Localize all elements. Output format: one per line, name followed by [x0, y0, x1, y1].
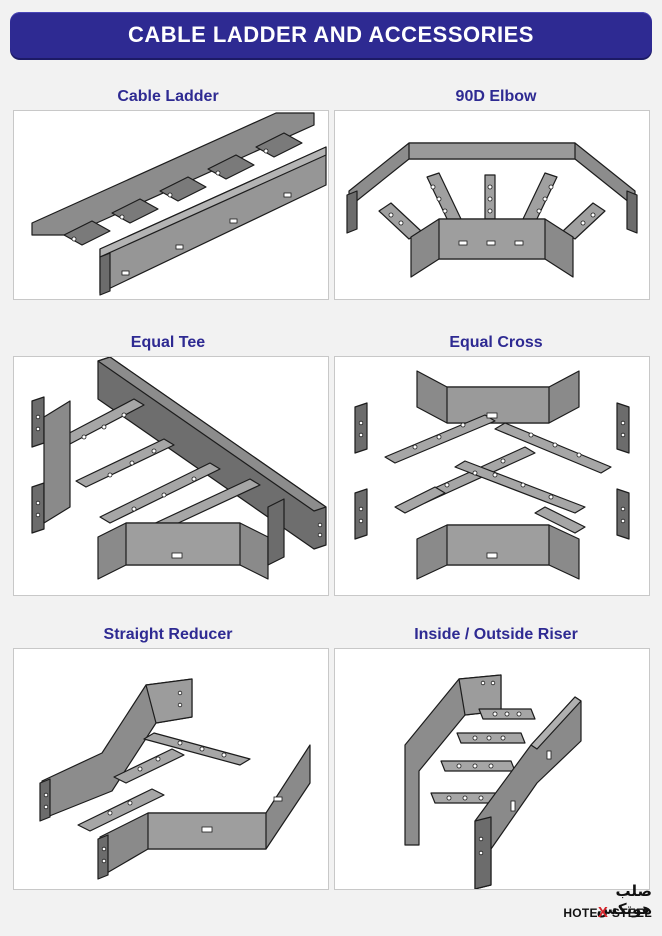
- panel-equal-cross: [334, 356, 650, 596]
- page-title: CABLE LADDER AND ACCESSORIES: [128, 22, 534, 47]
- panel-90d-elbow: [334, 110, 650, 300]
- cable-ladder-drawing: [31, 112, 327, 296]
- equal-cross-drawing: [354, 370, 630, 580]
- 90-degree-elbow-drawing: [346, 142, 638, 278]
- panel-straight-reducer: [13, 648, 329, 890]
- caption-equal-cross: Equal Cross: [449, 334, 543, 351]
- panel-cable-ladder: [13, 110, 329, 300]
- equal-tee-drawing: [31, 357, 327, 580]
- riser-drawing: [404, 674, 582, 889]
- caption-cable-ladder: Cable Ladder: [117, 88, 219, 105]
- caption-90d-elbow: 90D Elbow: [455, 88, 537, 105]
- panel-equal-tee: [13, 356, 329, 596]
- logo-arabic-text: صلب هوتكس: [596, 882, 652, 918]
- caption-riser: Inside / Outside Riser: [414, 626, 578, 643]
- company-logo: صلب هوتكس HOTEX STEEL: [560, 882, 656, 930]
- straight-reducer-drawing: [39, 678, 311, 880]
- caption-equal-tee: Equal Tee: [130, 334, 206, 351]
- caption-straight-reducer: Straight Reducer: [103, 626, 233, 643]
- logo-english-text: HOTEX STEEL: [563, 904, 652, 921]
- page-header: CABLE LADDER AND ACCESSORIES: [10, 12, 652, 58]
- panel-riser: [334, 648, 650, 890]
